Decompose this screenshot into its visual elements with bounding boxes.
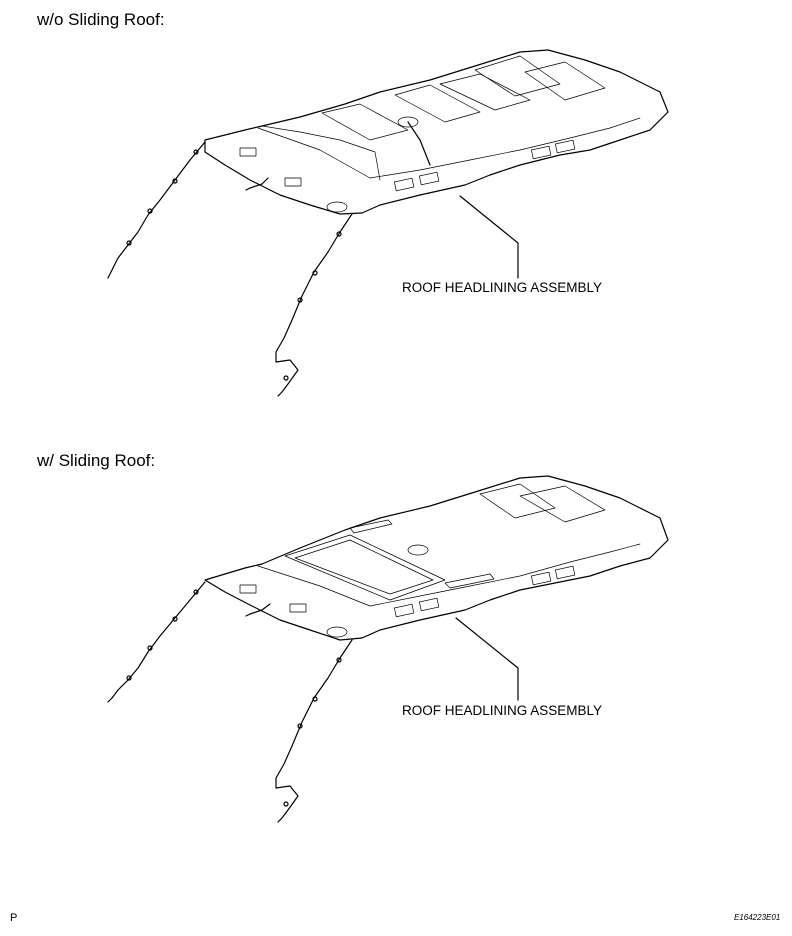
headlining-without-sliding-roof [107,49,669,397]
callout-roof-headlining-assembly-bottom: ROOF HEADLINING ASSEMBLY [402,703,603,718]
figure-id: E164223E01 [734,913,781,922]
callout-roof-headlining-assembly-top: ROOF HEADLINING ASSEMBLY [402,280,603,295]
section-heading-without-sliding-roof: w/o Sliding Roof: [37,10,165,29]
section-heading-with-sliding-roof: w/ Sliding Roof: [37,451,156,470]
corner-letter: P [10,912,18,924]
headlining-with-sliding-roof [107,475,669,823]
